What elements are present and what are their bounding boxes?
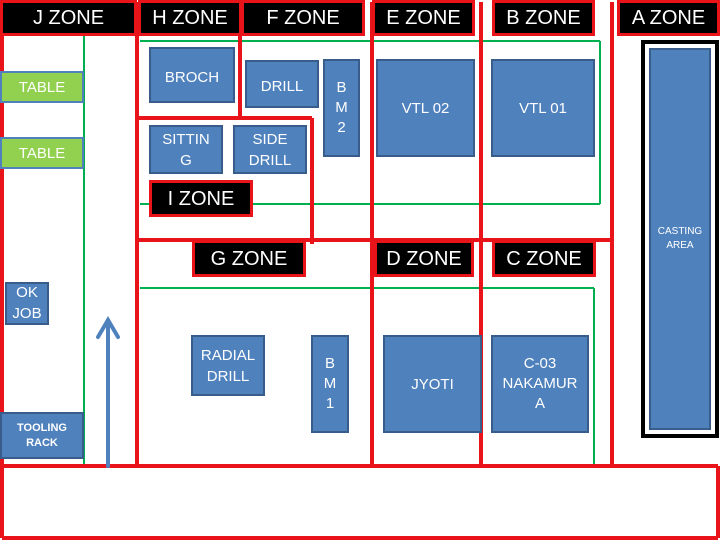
machine-vtl01: VTL 01 xyxy=(491,59,595,157)
machine-drill: DRILL xyxy=(245,60,319,108)
table-2: TABLE xyxy=(0,137,84,169)
zone-label-a: A ZONE xyxy=(617,0,720,36)
machine-broch: BROCH xyxy=(149,47,235,103)
zone-label-j: J ZONE xyxy=(0,0,137,36)
zone-label-c: C ZONE xyxy=(492,240,596,277)
zone-label-e: E ZONE xyxy=(372,0,475,36)
zone-label-d: D ZONE xyxy=(374,240,474,277)
arrow-up-icon xyxy=(96,316,120,468)
zone-label-g: G ZONE xyxy=(192,240,306,277)
tooling-rack: TOOLING RACK xyxy=(0,412,84,459)
machine-vtl02: VTL 02 xyxy=(376,59,475,157)
table-1: TABLE xyxy=(0,71,84,103)
casting-area: CASTING AREA xyxy=(649,48,711,430)
machine-bm1: B M 1 xyxy=(311,335,349,433)
machine-bm2: B M 2 xyxy=(323,59,360,157)
machine-jyoti: JYOTI xyxy=(383,335,482,433)
machine-sitting: SITTIN G xyxy=(149,125,223,174)
machine-nakamura: C-03 NAKAMUR A xyxy=(491,335,589,433)
machine-radial-drill: RADIAL DRILL xyxy=(191,335,265,396)
zone-label-f: F ZONE xyxy=(241,0,365,36)
zone-label-h: H ZONE xyxy=(138,0,242,36)
zone-label-i: I ZONE xyxy=(149,180,253,217)
casting-area-frame xyxy=(641,40,719,438)
machine-side-drill: SIDE DRILL xyxy=(233,125,307,174)
machine-ok-job: OK JOB xyxy=(5,282,49,325)
zone-label-b: B ZONE xyxy=(492,0,595,36)
